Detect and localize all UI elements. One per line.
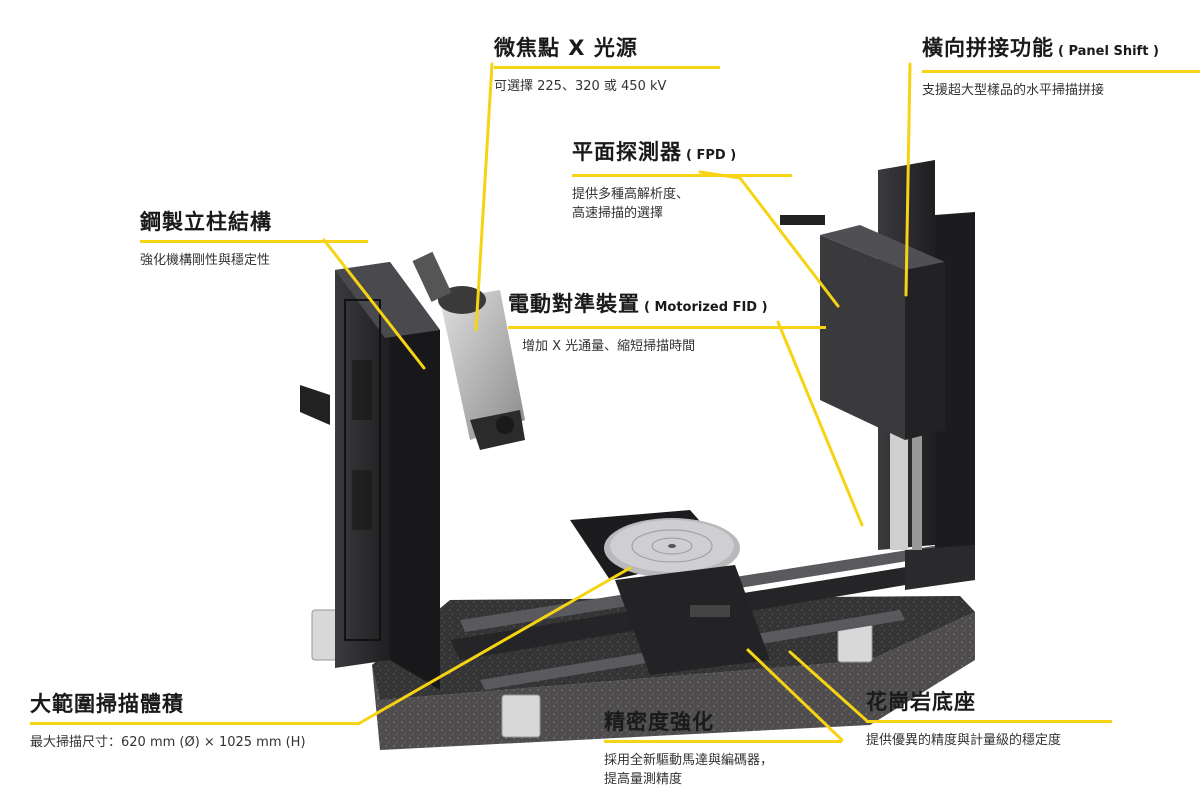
desc-line: 高速掃描的選擇 (572, 206, 664, 221)
steel-column (300, 262, 440, 690)
callout-title: 大範圍掃描體積 (30, 690, 360, 718)
callout-scan-volume: 大範圍掃描體積 最大掃描尺寸：620 mm (Ø) × 1025 mm (H) (30, 690, 360, 752)
callout-title: 電動對準裝置 ( Motorized FID ) (508, 290, 826, 322)
leader-source (474, 62, 494, 332)
title-text: 鋼製立柱結構 (140, 210, 272, 234)
desc-line: 提高量測精度 (604, 772, 683, 787)
callout-desc: 提供優異的精度與計量級的穩定度 (866, 731, 1112, 750)
leader-precision (746, 648, 844, 742)
leader-column (322, 238, 426, 370)
callout-precision: 精密度強化 採用全新驅動馬達與編碼器， 提高量測精度 (604, 708, 842, 789)
callout-panel-shift: 橫向拼接功能 ( Panel Shift ) 支援超大型樣品的水平掃描拼接 (922, 34, 1200, 100)
callout-granite-base: 花崗岩底座 提供優異的精度與計量級的穩定度 (866, 688, 1112, 750)
accent-rule (922, 70, 1200, 73)
desc-line: 提供多種高解析度、 (572, 187, 690, 202)
desc-line: 支援超大型樣品的水平掃描拼接 (922, 83, 1105, 98)
leader-fid (776, 320, 864, 527)
callout-desc: 強化機構剛性與穩定性 (140, 251, 368, 270)
desc-line: 採用全新驅動馬達與編碼器， (604, 753, 774, 768)
xray-source (412, 251, 525, 450)
leader-volume (356, 566, 632, 726)
title-text: 花崗岩底座 (866, 690, 976, 714)
desc-line: 可選擇 225、320 或 450 kV (494, 79, 667, 94)
callout-xray-source: 微焦點 X 光源 可選擇 225、320 或 450 kV (494, 34, 720, 96)
title-sub: ( Panel Shift ) (1058, 44, 1159, 59)
accent-rule (494, 66, 720, 69)
callout-title: 平面探測器 ( FPD ) (572, 138, 792, 170)
callout-desc: 支援超大型樣品的水平掃描拼接 (922, 81, 1200, 100)
accent-rule (604, 740, 842, 743)
callout-desc: 提供多種高解析度、 高速掃描的選擇 (572, 185, 792, 223)
title-text: 電動對準裝置 (508, 292, 640, 316)
callout-desc: 最大掃描尺寸：620 mm (Ø) × 1025 mm (H) (30, 733, 360, 752)
rotary-table (570, 510, 770, 675)
accent-rule (572, 174, 792, 177)
callout-desc: 可選擇 225、320 或 450 kV (494, 77, 720, 96)
callout-title: 微焦點 X 光源 (494, 34, 720, 62)
desc-line: 提供優異的精度與計量級的穩定度 (866, 733, 1062, 748)
callout-motorized-fid: 電動對準裝置 ( Motorized FID ) 增加 X 光通量、縮短掃描時間 (508, 290, 826, 356)
desc-line: 最大掃描尺寸：620 mm (Ø) × 1025 mm (H) (30, 735, 306, 750)
callout-title: 橫向拼接功能 ( Panel Shift ) (922, 34, 1200, 66)
leader-panel (904, 62, 912, 297)
title-text: 精密度強化 (604, 710, 714, 734)
title-text: 大範圍掃描體積 (30, 692, 184, 716)
title-text: 微焦點 X 光源 (494, 36, 638, 60)
callout-title: 鋼製立柱結構 (140, 208, 368, 236)
leader-granite (788, 650, 868, 722)
accent-rule (140, 240, 368, 243)
callout-title: 花崗岩底座 (866, 688, 1112, 716)
desc-line: 增加 X 光通量、縮短掃描時間 (522, 339, 696, 354)
callout-desc: 增加 X 光通量、縮短掃描時間 (522, 337, 826, 356)
accent-rule (866, 720, 1112, 723)
callout-desc: 採用全新驅動馬達與編碼器， 提高量測精度 (604, 751, 842, 789)
title-text: 橫向拼接功能 (922, 36, 1054, 60)
callout-steel-column: 鋼製立柱結構 強化機構剛性與穩定性 (140, 208, 368, 270)
callout-title: 精密度強化 (604, 708, 842, 736)
title-sub: ( FPD ) (686, 148, 737, 163)
flat-panel-detector (780, 215, 945, 440)
desc-line: 強化機構剛性與穩定性 (140, 253, 271, 268)
title-text: 平面探測器 (572, 140, 682, 164)
accent-rule (508, 326, 826, 329)
title-sub: ( Motorized FID ) (644, 300, 768, 315)
leveling-feet (311, 609, 873, 738)
callout-flat-panel-detector: 平面探測器 ( FPD ) 提供多種高解析度、 高速掃描的選擇 (572, 138, 792, 223)
accent-rule (30, 722, 360, 725)
